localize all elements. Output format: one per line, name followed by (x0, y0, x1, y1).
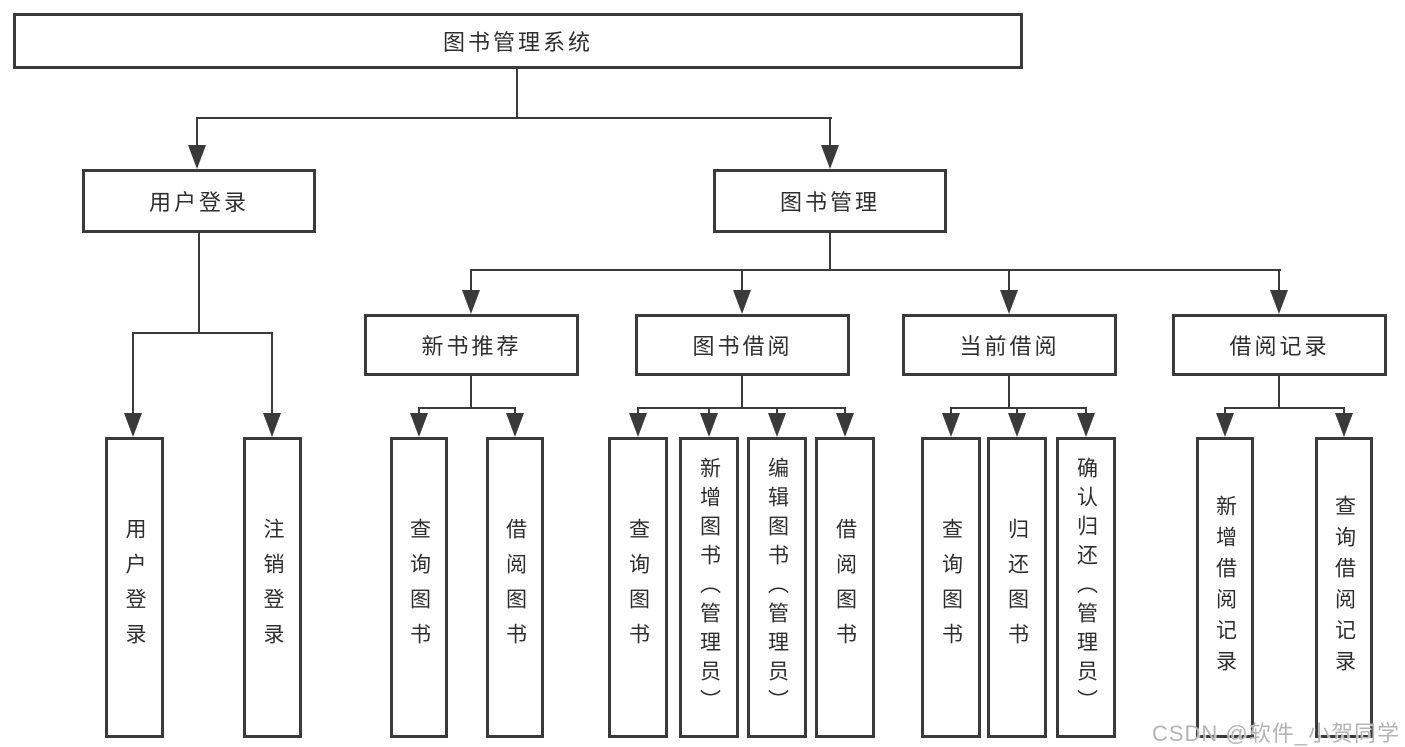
arrow-down-icon (1008, 413, 1026, 437)
arrow-down-icon (836, 413, 854, 437)
connector-line (708, 407, 710, 416)
watermark: CSDN @软件_小贺同学 (1151, 721, 1400, 746)
connector-line (844, 407, 846, 416)
connector-line (741, 374, 743, 409)
leaf-node-logout: 注销登录 (243, 437, 302, 738)
node-borrowing-records: 借阅记录 (1172, 314, 1387, 376)
leaf-node-add-books-admin: 新增图书（管理员） (679, 437, 739, 738)
arrow-down-icon (1077, 413, 1095, 437)
node-user-login-label: 用户登录 (148, 190, 249, 215)
node-book-borrowing: 图书借阅 (635, 314, 850, 376)
arrow-down-icon (263, 413, 281, 437)
node-book-management: 图书管理 (713, 169, 947, 233)
connector-line (1224, 407, 1226, 416)
leaf-label: 新增图书（管理员） (697, 457, 721, 718)
leaf-node-return-books: 归还图书 (987, 437, 1047, 738)
connector-line (271, 332, 273, 416)
leaf-label: 归还图书 (1005, 517, 1029, 658)
leaf-label: 查询图书 (407, 517, 431, 658)
connector-line (418, 407, 420, 416)
connector-line (1278, 374, 1280, 409)
connector-line (1008, 269, 1010, 293)
leaf-node-query-books-recommend: 查询图书 (390, 437, 448, 738)
connector-line (1016, 407, 1018, 416)
node-new-book-recommend: 新书推荐 (364, 314, 579, 376)
node-book-borrowing-label: 图书借阅 (692, 334, 793, 359)
leaf-label: 新增借阅记录 (1213, 494, 1237, 681)
node-current-borrowing: 当前借阅 (902, 314, 1117, 376)
connector-line (514, 407, 516, 416)
connector-line (196, 117, 198, 147)
node-borrowing-records-label: 借阅记录 (1229, 334, 1330, 359)
connector-line (741, 269, 743, 293)
connector-line (132, 332, 134, 416)
connector-line (132, 332, 273, 334)
arrow-down-icon (410, 413, 428, 437)
leaf-label: 借阅图书 (833, 517, 857, 658)
connector-line (198, 231, 200, 334)
leaf-node-logout-label: 注销登录 (261, 517, 284, 658)
root-node: 图书管理系统 (13, 13, 1023, 69)
connector-line (950, 407, 1087, 409)
connector-line (1008, 374, 1010, 409)
node-current-borrowing-label: 当前借阅 (959, 334, 1060, 359)
leaf-node-add-borrow-record: 新增借阅记录 (1196, 437, 1254, 738)
connector-line (829, 231, 831, 271)
arrow-down-icon (462, 290, 480, 314)
connector-line (470, 269, 1281, 271)
arrow-down-icon (1000, 290, 1018, 314)
leaf-node-query-borrow-record: 查询借阅记录 (1315, 437, 1373, 738)
node-book-management-label: 图书管理 (779, 190, 880, 215)
connector-line (829, 117, 831, 147)
leaf-node-query-books-current: 查询图书 (921, 437, 981, 738)
node-user-login: 用户登录 (82, 169, 316, 233)
arrow-down-icon (188, 145, 206, 169)
arrow-down-icon (124, 413, 142, 437)
leaf-label: 查询借阅记录 (1332, 494, 1356, 681)
arrow-down-icon (1216, 413, 1234, 437)
leaf-node-edit-books-admin: 编辑图书（管理员） (747, 437, 807, 738)
connector-line (637, 407, 639, 416)
connector-line (1085, 407, 1087, 416)
connector-line (776, 407, 778, 416)
connector-line (470, 269, 472, 293)
leaf-label: 确认归还（管理员） (1074, 457, 1098, 718)
connector-line (1343, 407, 1345, 416)
leaf-label: 查询图书 (939, 517, 963, 658)
arrow-down-icon (629, 413, 647, 437)
connector-line (637, 407, 846, 409)
connector-line (1278, 269, 1280, 293)
leaf-label: 编辑图书（管理员） (765, 457, 789, 718)
root-node-label: 图书管理系统 (442, 30, 593, 55)
connector-line (1224, 407, 1345, 409)
arrow-down-icon (1335, 413, 1353, 437)
arrow-down-icon (506, 413, 524, 437)
leaf-label: 查询图书 (626, 517, 650, 658)
leaf-node-borrow-books: 借阅图书 (815, 437, 875, 738)
arrow-down-icon (768, 413, 786, 437)
leaf-node-confirm-return-admin: 确认归还（管理员） (1056, 437, 1116, 738)
node-new-book-recommend-label: 新书推荐 (421, 334, 522, 359)
leaf-label: 借阅图书 (503, 517, 527, 658)
arrow-down-icon (1270, 290, 1288, 314)
connector-line (418, 407, 516, 409)
leaf-node-query-books-borrowing: 查询图书 (608, 437, 668, 738)
connector-line (470, 374, 472, 409)
connector-line (516, 66, 518, 119)
leaf-node-user-login: 用户登录 (105, 437, 164, 738)
leaf-node-user-login-label: 用户登录 (123, 517, 146, 658)
connector-line (950, 407, 952, 416)
leaf-node-borrow-books-recommend: 借阅图书 (486, 437, 544, 738)
arrow-down-icon (821, 145, 839, 169)
arrow-down-icon (700, 413, 718, 437)
connector-line (196, 117, 832, 119)
arrow-down-icon (733, 290, 751, 314)
arrow-down-icon (942, 413, 960, 437)
